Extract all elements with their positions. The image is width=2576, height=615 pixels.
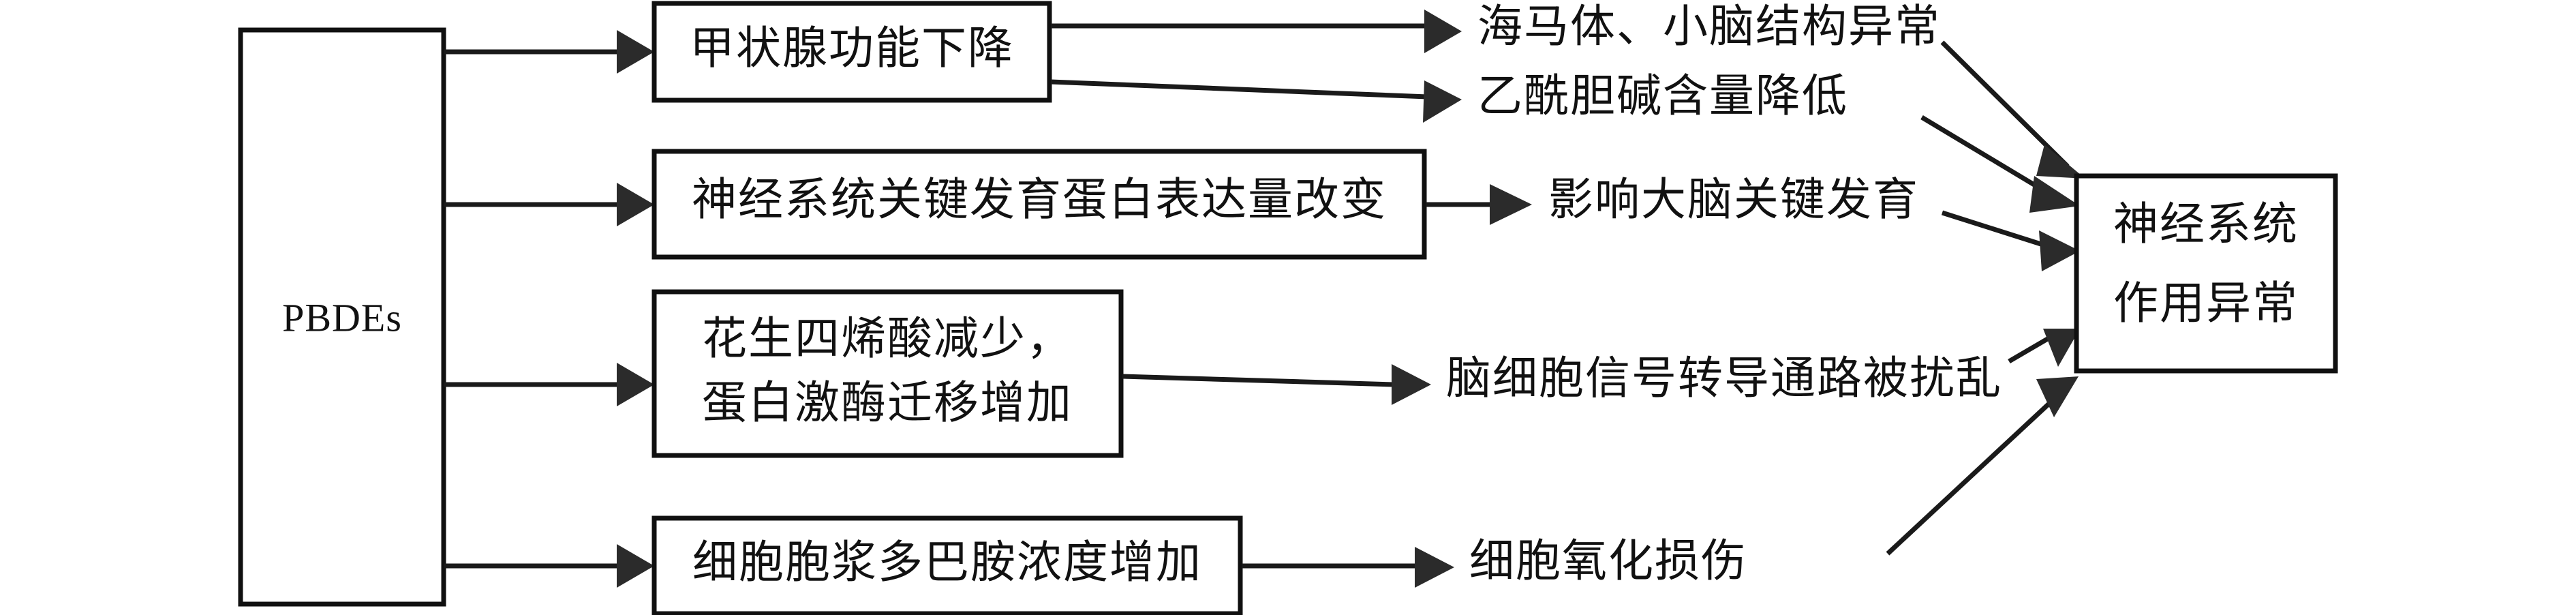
edge-line-oxidative-outcome — [1886, 391, 2063, 556]
label-signal-pathway: 脑细胞信号转导通路被扰乱 — [1446, 354, 2002, 404]
arachidonic-label-line2: 蛋白激酶迁移增加 — [702, 378, 1073, 428]
neuroprotein-box — [651, 149, 1427, 260]
edge-brain-development-to-outcome — [1941, 210, 2080, 271]
arachidonic-box — [651, 289, 1124, 458]
edge-signal-pathway-to-outcome — [2008, 329, 2080, 367]
arrowhead-brain-development — [1490, 184, 1532, 225]
edge-dopamine-to-oxidative — [1242, 547, 1454, 588]
neuroprotein-label: 神经系统关键发育蛋白表达量改变 — [692, 175, 1387, 225]
arrowhead-oxidative-outcome — [2036, 376, 2079, 417]
node-thyroid[interactable]: 甲状腺功能下降 — [651, 1, 1052, 103]
edge-neuroprotein-to-brain-development — [1426, 184, 1532, 225]
pbdes-branch-connectors — [444, 30, 654, 588]
node-outcome[interactable]: 神经系统 作用异常 — [2074, 173, 2338, 374]
edge-line-hippocampus-outcome — [1940, 40, 2070, 168]
edge-thyroid-to-acetylcholine — [1050, 79, 1462, 123]
edge-line-brain-development-outcome — [1941, 210, 2059, 252]
label-acetylcholine: 乙酰胆碱含量降低 — [1477, 72, 1848, 121]
arachidonic-label-line1: 花生四烯酸减少， — [702, 314, 1073, 364]
thyroid-label: 甲状腺功能下降 — [690, 24, 1014, 74]
arrowhead-signal-pathway-outcome — [2043, 329, 2080, 367]
node-dopamine[interactable]: 细胞胞浆多巴胺浓度增加 — [651, 515, 1243, 615]
edge-line-signal-pathway — [1122, 374, 1394, 387]
pbdes-label: PBDEs — [282, 295, 402, 340]
edge-thyroid-to-hippocampus — [1051, 10, 1462, 53]
label-oxidative: 细胞氧化损伤 — [1469, 537, 1747, 586]
arrowhead-oxidative — [1415, 547, 1454, 588]
pbdes-box — [238, 27, 446, 607]
arrowhead-hippocampus-outcome — [2036, 145, 2085, 179]
outcome-label-line1: 神经系统 — [2113, 200, 2299, 250]
arrowhead-neuroprotein — [617, 183, 654, 226]
outcome-box — [2074, 173, 2338, 374]
arrowhead-hippocampus — [1424, 10, 1462, 53]
arrowhead-thyroid — [617, 30, 654, 74]
dopamine-label: 细胞胞浆多巴胺浓度增加 — [692, 538, 1202, 588]
edge-hippocampus-to-outcome — [1940, 40, 2085, 179]
thyroid-box — [651, 1, 1052, 103]
edge-line-acetylcholine — [1050, 79, 1428, 100]
node-neuroprotein[interactable]: 神经系统关键发育蛋白表达量改变 — [651, 149, 1427, 260]
outcome-label-line2: 作用异常 — [2113, 279, 2299, 329]
arrowhead-signal-pathway — [1392, 364, 1431, 405]
arrowhead-acetylcholine — [1423, 80, 1462, 123]
label-hippocampus: 海马体、小脑结构异常 — [1477, 2, 1941, 52]
dopamine-box — [651, 515, 1243, 615]
node-arachidonic[interactable]: 花生四烯酸减少， 蛋白激酶迁移增加 — [651, 289, 1124, 458]
node-pbdes[interactable]: PBDEs — [238, 27, 446, 607]
edge-arachidonic-to-signal-pathway — [1122, 364, 1431, 405]
arrowhead-acetylcholine-outcome — [2029, 176, 2080, 213]
label-brain-development: 影响大脑关键发育 — [1548, 175, 1919, 225]
arrowhead-dopamine — [617, 544, 654, 588]
edge-oxidative-to-outcome — [1886, 376, 2079, 556]
arrowhead-brain-development-outcome — [2039, 230, 2080, 271]
edge-acetylcholine-to-outcome — [1920, 115, 2080, 213]
arrowhead-arachidonic — [617, 363, 654, 406]
